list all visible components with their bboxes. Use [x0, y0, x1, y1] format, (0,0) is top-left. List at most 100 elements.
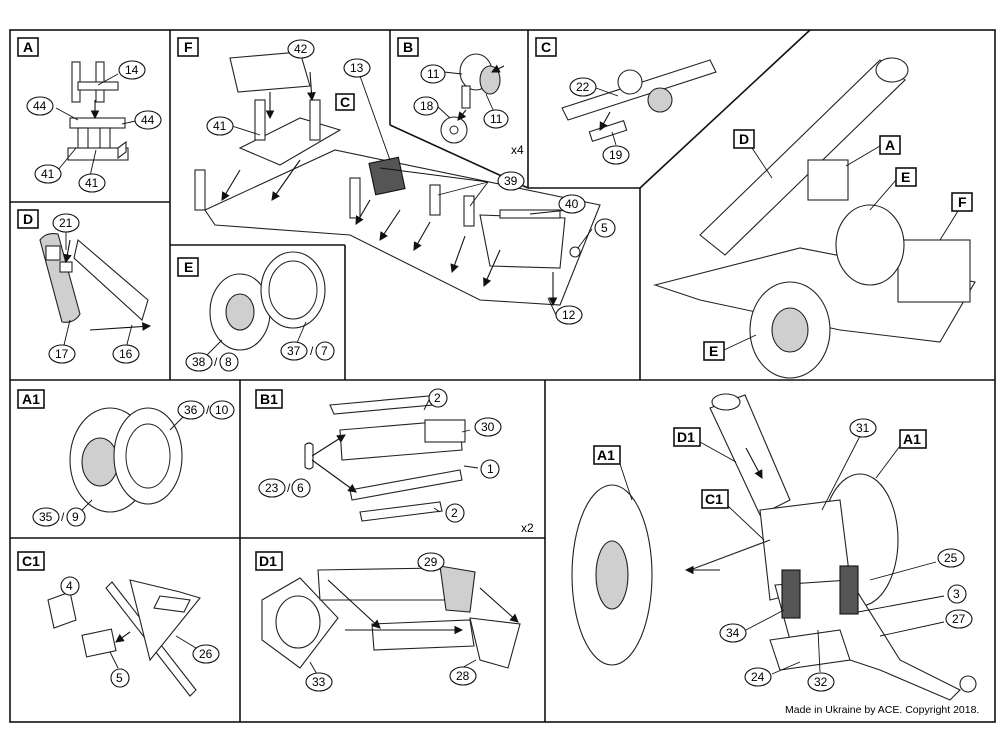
hub-parts — [440, 53, 501, 144]
part-label: 41 — [41, 167, 55, 181]
part-label: 19 — [609, 148, 623, 162]
part-label: 2 — [451, 506, 458, 520]
part-label: 30 — [481, 420, 495, 434]
panel-a-tag-label: A — [23, 39, 33, 55]
panel-d: D 21 17 16 — [17, 209, 152, 364]
part-label: 11 — [490, 112, 503, 126]
panel-a: A 14 44 44 41 41 — [17, 37, 162, 193]
part-label: 24 — [751, 670, 765, 684]
chassis-frame-part — [194, 51, 601, 306]
copyright-credit: Made in Ukraine by ACE. Copyright 2018. — [785, 704, 979, 716]
part-label: 10 — [215, 403, 229, 417]
part-label: 21 — [59, 216, 73, 230]
trail-b1-parts — [304, 394, 466, 522]
part-label: 14 — [125, 63, 139, 77]
part-label: 17 — [55, 347, 69, 361]
part-label: 2 — [434, 391, 441, 405]
panel-d1: D1 29 33 28 — [255, 551, 521, 692]
quantity-label: x4 — [511, 143, 524, 157]
final-tag: C1 — [705, 491, 723, 507]
part-label: 34 — [726, 626, 740, 640]
quantity-label: x2 — [521, 521, 534, 535]
assembly-tag: E — [709, 343, 718, 359]
assembly-tag: E — [901, 169, 910, 185]
separator: / — [206, 403, 210, 417]
part-label: 7 — [321, 344, 328, 358]
part-label: 28 — [456, 669, 470, 683]
panel-c-tag-label: C — [541, 39, 551, 55]
part-label: 13 — [350, 61, 364, 75]
final-tag: A1 — [903, 431, 921, 447]
panel-f-tag-label: F — [184, 39, 193, 55]
panel-b1: B1 2 30 1 23 / 6 2 x2 — [255, 388, 534, 535]
panel-c1: C1 4 5 26 — [17, 551, 220, 697]
part-label: 38 — [192, 355, 206, 369]
panel-c1-tag-label: C1 — [22, 553, 40, 569]
part-label: 32 — [814, 675, 828, 689]
part-label: 40 — [565, 197, 579, 211]
panel-a1-tag-label: A1 — [22, 391, 40, 407]
part-label: 42 — [294, 42, 308, 56]
panel-e-tag-label: E — [184, 259, 193, 275]
part-label: 26 — [199, 647, 213, 661]
part-label: 12 — [562, 308, 576, 322]
assembly-tag: F — [958, 194, 967, 210]
bracket-c-parts — [561, 59, 717, 143]
part-label: 18 — [420, 99, 434, 113]
part-label: 11 — [427, 67, 440, 81]
part-label: 41 — [85, 176, 99, 190]
bracket-c-highlight — [368, 156, 406, 196]
panel-a-tag — [17, 37, 39, 57]
mortar-assembly-drawing — [653, 57, 976, 379]
part-label: 44 — [33, 99, 47, 113]
panel-d-tag-label: D — [23, 211, 33, 227]
part-label: 35 — [39, 510, 53, 524]
part-label: 6 — [297, 481, 304, 495]
barrel-halves-part — [39, 233, 149, 323]
part-label: 16 — [119, 347, 133, 361]
panel-c: C 22 19 — [535, 37, 717, 165]
panel-f: F — [177, 37, 616, 325]
assembly-tag: D — [739, 131, 749, 147]
panel-b1-tag-label: B1 — [260, 391, 278, 407]
part-label: 5 — [116, 671, 123, 685]
part-label: 29 — [424, 555, 438, 569]
part-label: 22 — [576, 80, 590, 94]
panel-d1-tag-label: D1 — [259, 553, 277, 569]
c1-parts — [47, 579, 201, 697]
part-label: 9 — [72, 510, 79, 524]
part-label: 3 — [953, 587, 960, 601]
assembly-view: D A E F E — [653, 57, 976, 379]
wheel-a1-parts — [69, 407, 183, 513]
part-label: 44 — [141, 113, 155, 127]
final-tag: D1 — [677, 429, 695, 445]
separator: / — [61, 510, 65, 524]
panel-e: E 38 / 8 37 / 7 — [177, 251, 335, 372]
separator: / — [287, 481, 291, 495]
part-label: 39 — [504, 174, 518, 188]
part-label: 1 — [487, 462, 494, 476]
panel-grid — [9, 29, 996, 723]
panel-b-tag-label: B — [403, 39, 413, 55]
sub-tag-label: C — [340, 94, 350, 110]
separator: / — [310, 344, 314, 358]
part-label: 33 — [312, 675, 326, 689]
panel-a1: A1 36 / 10 35 / 9 — [17, 389, 235, 527]
panel-b: B 11 18 11 x4 — [397, 37, 524, 157]
final-assembly-view: A1 D1 C1 A1 31 25 3 27 34 24 32 — [571, 393, 977, 701]
part-label: 31 — [856, 421, 870, 435]
part-label: 37 — [287, 344, 301, 358]
part-label: 36 — [184, 403, 198, 417]
final-tag: A1 — [597, 447, 615, 463]
part-label: 5 — [601, 221, 608, 235]
part-label: 23 — [265, 481, 279, 495]
separator: / — [214, 355, 218, 369]
part-label: 41 — [213, 119, 227, 133]
part-label: 25 — [944, 551, 958, 565]
part-label: 8 — [225, 355, 232, 369]
assembly-tag: A — [885, 137, 895, 153]
wheel-e-parts — [209, 251, 326, 351]
d1-parts — [261, 565, 521, 669]
cradle-part — [67, 61, 129, 161]
